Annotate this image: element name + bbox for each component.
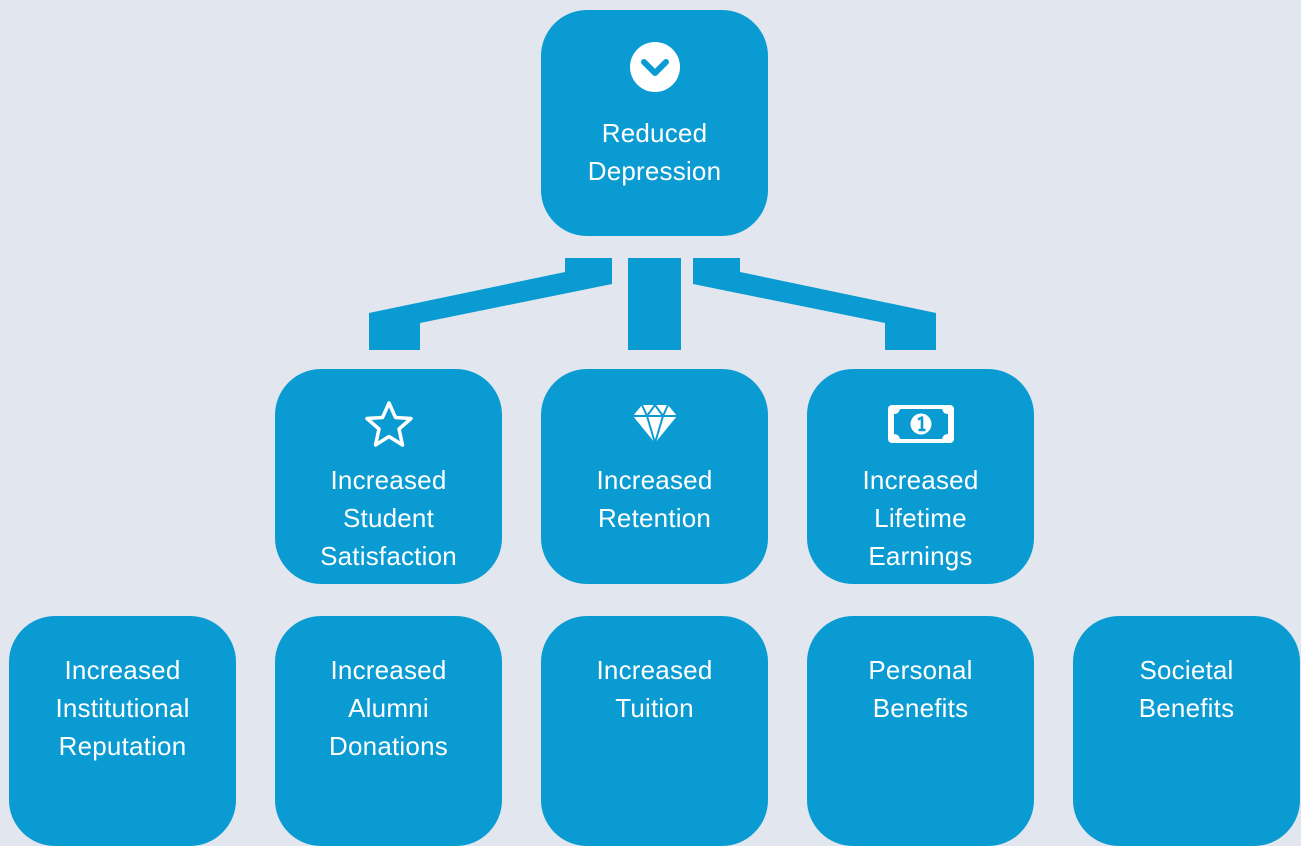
node-label: Increased Alumni Donations <box>329 655 448 761</box>
node-label: Increased Tuition <box>596 655 713 723</box>
connector-right <box>693 258 936 350</box>
node-label: Increased Lifetime Earnings <box>862 465 979 571</box>
root-node-reduced-depression: Reduced Depression <box>541 10 768 236</box>
diamond-icon <box>632 399 678 449</box>
node-increased-institutional-reputation: Increased Institutional Reputation <box>9 616 236 846</box>
node-label: Societal Benefits <box>1138 655 1235 723</box>
node-label: Increased Institutional Reputation <box>55 655 190 761</box>
connector-lines <box>369 258 936 350</box>
node-increased-student-satisfaction: Increased Student Satisfaction <box>275 369 502 584</box>
node-increased-lifetime-earnings: Increased Lifetime Earnings <box>807 369 1034 584</box>
connector-left <box>369 258 612 350</box>
node-personal-benefits: Personal Benefits <box>807 616 1034 846</box>
node-label: Increased Student Satisfaction <box>320 465 457 571</box>
connector-center <box>628 258 681 350</box>
star-icon <box>364 399 414 449</box>
node-increased-alumni-donations: Increased Alumni Donations <box>275 616 502 846</box>
node-increased-retention: Increased Retention <box>541 369 768 584</box>
node-increased-tuition: Increased Tuition <box>541 616 768 846</box>
root-node-label: Reduced Depression <box>587 118 722 186</box>
node-societal-benefits: Societal Benefits <box>1073 616 1300 846</box>
chevron-down-circle-icon <box>629 40 681 94</box>
dollar-bill-icon <box>887 399 955 449</box>
node-label: Increased Retention <box>596 465 713 533</box>
node-label: Personal Benefits <box>868 655 973 723</box>
